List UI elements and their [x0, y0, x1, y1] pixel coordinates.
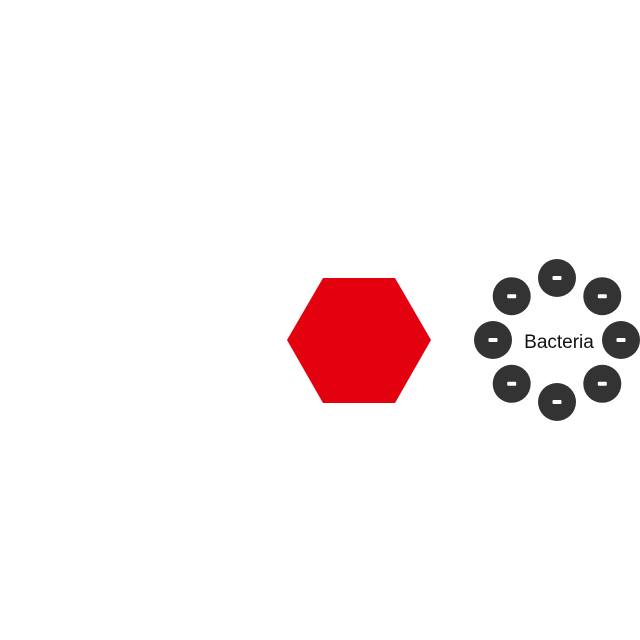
- minus-sign-icon: [507, 294, 517, 299]
- negative-charge: [474, 321, 512, 359]
- minus-sign-icon: [552, 400, 562, 404]
- minus-sign-icon: [616, 338, 626, 342]
- negative-charge: [492, 364, 531, 403]
- minus-sign-icon: [597, 381, 607, 386]
- negative-charge: [602, 321, 640, 359]
- red-hexagon-particle: [287, 278, 431, 403]
- minus-sign-icon: [597, 294, 607, 299]
- bacteria-label: Bacteria: [524, 332, 594, 353]
- negative-charge: [538, 383, 576, 421]
- bacteria-cluster: Bacteria: [474, 259, 640, 421]
- minus-sign-icon: [488, 338, 498, 342]
- negative-charge: [583, 277, 622, 316]
- negative-charge: [583, 364, 622, 403]
- negative-charge: [492, 277, 531, 316]
- minus-sign-icon: [507, 381, 517, 386]
- negative-charge: [538, 259, 576, 297]
- minus-sign-icon: [552, 276, 562, 280]
